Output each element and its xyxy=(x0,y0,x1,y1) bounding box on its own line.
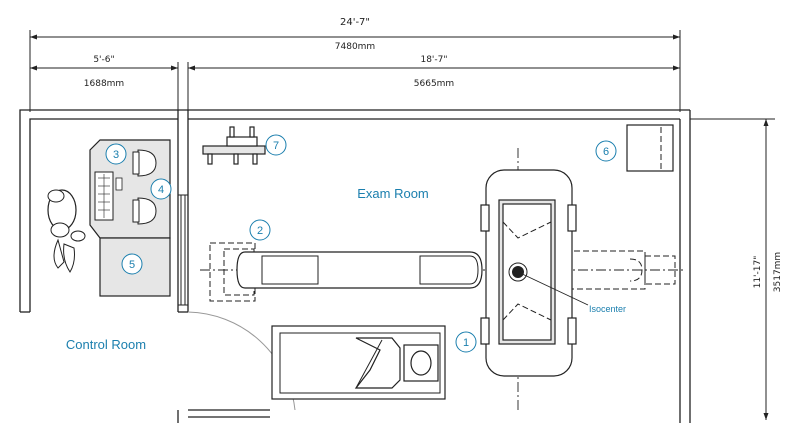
dimension-exam: 18'-7" 5665mm xyxy=(187,55,680,112)
svg-text:4: 4 xyxy=(158,184,164,196)
wall-fixture xyxy=(202,126,266,165)
control-room-label: Control Room xyxy=(66,337,146,352)
marker-1: 1 xyxy=(455,331,477,353)
svg-text:6: 6 xyxy=(603,146,609,158)
marker-3: 3 xyxy=(105,143,127,165)
operator-figure xyxy=(47,189,86,273)
exam-metric-label: 5665mm xyxy=(414,79,454,89)
observation-window xyxy=(178,194,188,306)
marker-6: 6 xyxy=(595,140,617,162)
svg-text:1: 1 xyxy=(463,337,469,349)
cabinet xyxy=(626,124,674,172)
depth-metric-label: 3517mm xyxy=(773,252,783,292)
depth-imperial-label: 11'-17" xyxy=(753,256,763,289)
control-imperial-label: 5'-6" xyxy=(93,55,114,65)
isocenter-label: Isocenter xyxy=(589,304,626,314)
walls xyxy=(19,109,691,423)
svg-text:5: 5 xyxy=(129,259,135,271)
isocenter-leader xyxy=(517,271,589,306)
dimension-total: 24'-7" 7480mm xyxy=(29,17,681,112)
total-imperial-label: 24'-7" xyxy=(340,17,370,28)
svg-text:7: 7 xyxy=(273,140,279,152)
patient-table xyxy=(209,242,676,302)
marker-2: 2 xyxy=(249,219,271,241)
svg-text:2: 2 xyxy=(257,225,263,237)
total-metric-label: 7480mm xyxy=(335,42,375,52)
dimension-depth: 11'-17" 3517mm xyxy=(690,118,783,420)
svg-text:3: 3 xyxy=(113,149,119,161)
marker-5: 5 xyxy=(121,253,143,275)
control-desk xyxy=(89,139,171,297)
control-metric-label: 1688mm xyxy=(84,79,124,89)
exam-room-label: Exam Room xyxy=(357,186,429,201)
marker-7: 7 xyxy=(265,134,287,156)
marker-4: 4 xyxy=(150,178,172,200)
gantry xyxy=(480,169,577,377)
exam-imperial-label: 18'-7" xyxy=(420,55,447,65)
patient-stretcher xyxy=(271,325,446,400)
dimension-control: 5'-6" 1688mm xyxy=(30,55,179,112)
